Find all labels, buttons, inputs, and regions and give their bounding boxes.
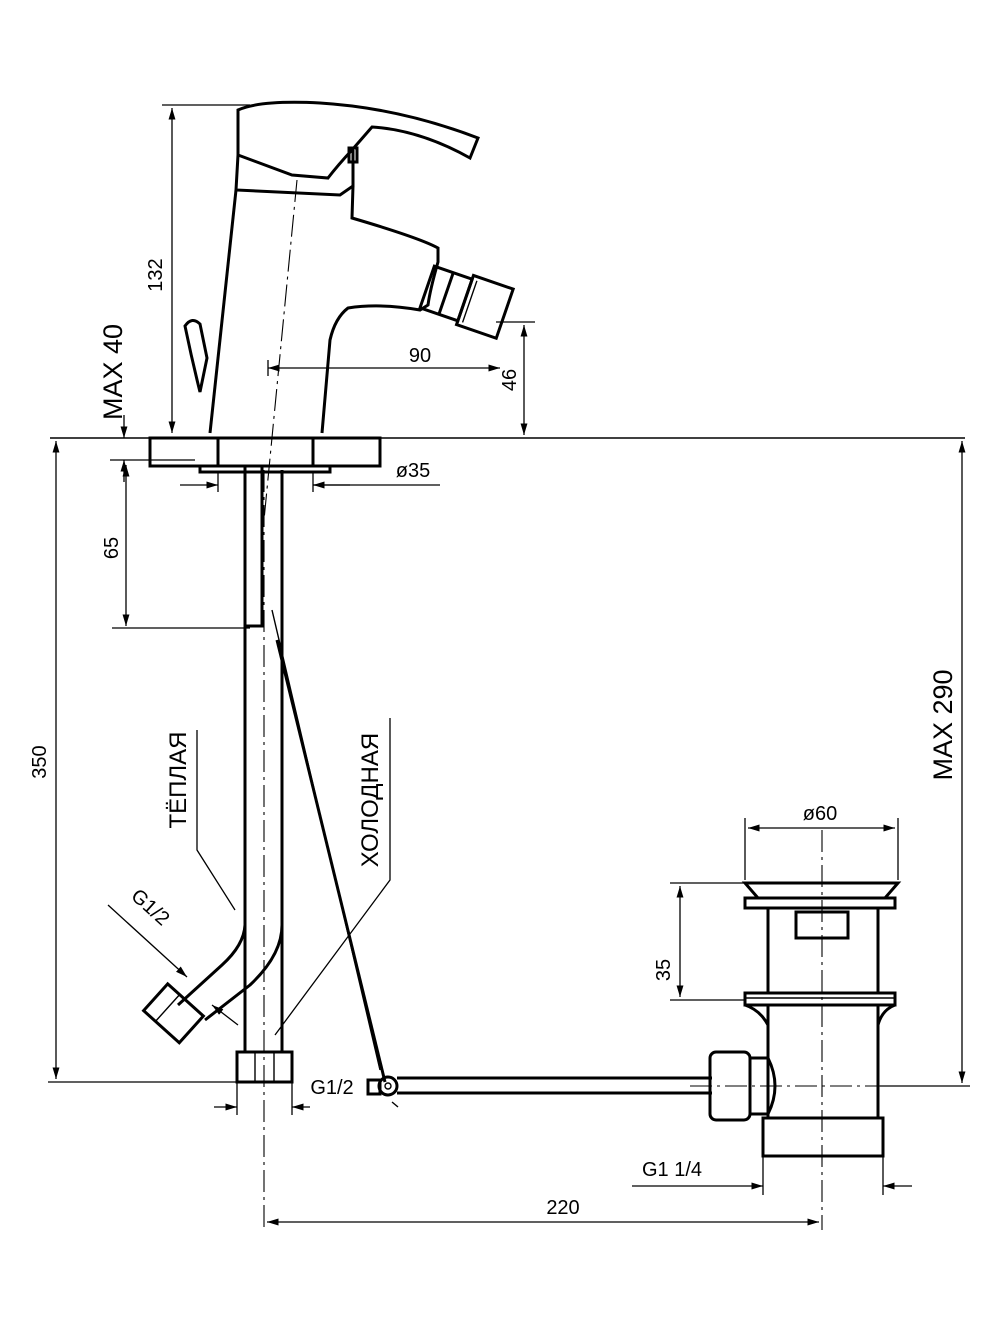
label-cold: ХОЛОДНАЯ: [357, 733, 384, 867]
faucet-body: [148, 100, 516, 521]
dim-90: 90: [409, 345, 431, 367]
dim-max-40: MAX 40: [98, 324, 128, 420]
supply-hoses: [141, 464, 712, 1230]
mounting-plate: [148, 436, 382, 468]
dim-35-drain: 35: [653, 959, 675, 981]
dim-diameter-35: ø35: [396, 460, 430, 482]
pop-up-waste: [690, 830, 902, 1230]
dim-132: 132: [145, 258, 167, 291]
thread-warm-inlet: G1/2: [127, 885, 174, 930]
dim-diameter-60: ø60: [803, 803, 837, 825]
dim-max-290: MAX 290: [928, 669, 958, 780]
dim-46: 46: [499, 369, 521, 391]
thread-cold-inlet: G1/2: [310, 1077, 353, 1099]
dim-65: 65: [101, 537, 123, 559]
dim-350: 350: [29, 745, 51, 778]
thread-drain: G1 1/4: [642, 1159, 702, 1181]
label-warm: ТЁПЛАЯ: [165, 731, 192, 828]
dimension-lines: [48, 104, 970, 1226]
dim-220: 220: [546, 1197, 579, 1219]
